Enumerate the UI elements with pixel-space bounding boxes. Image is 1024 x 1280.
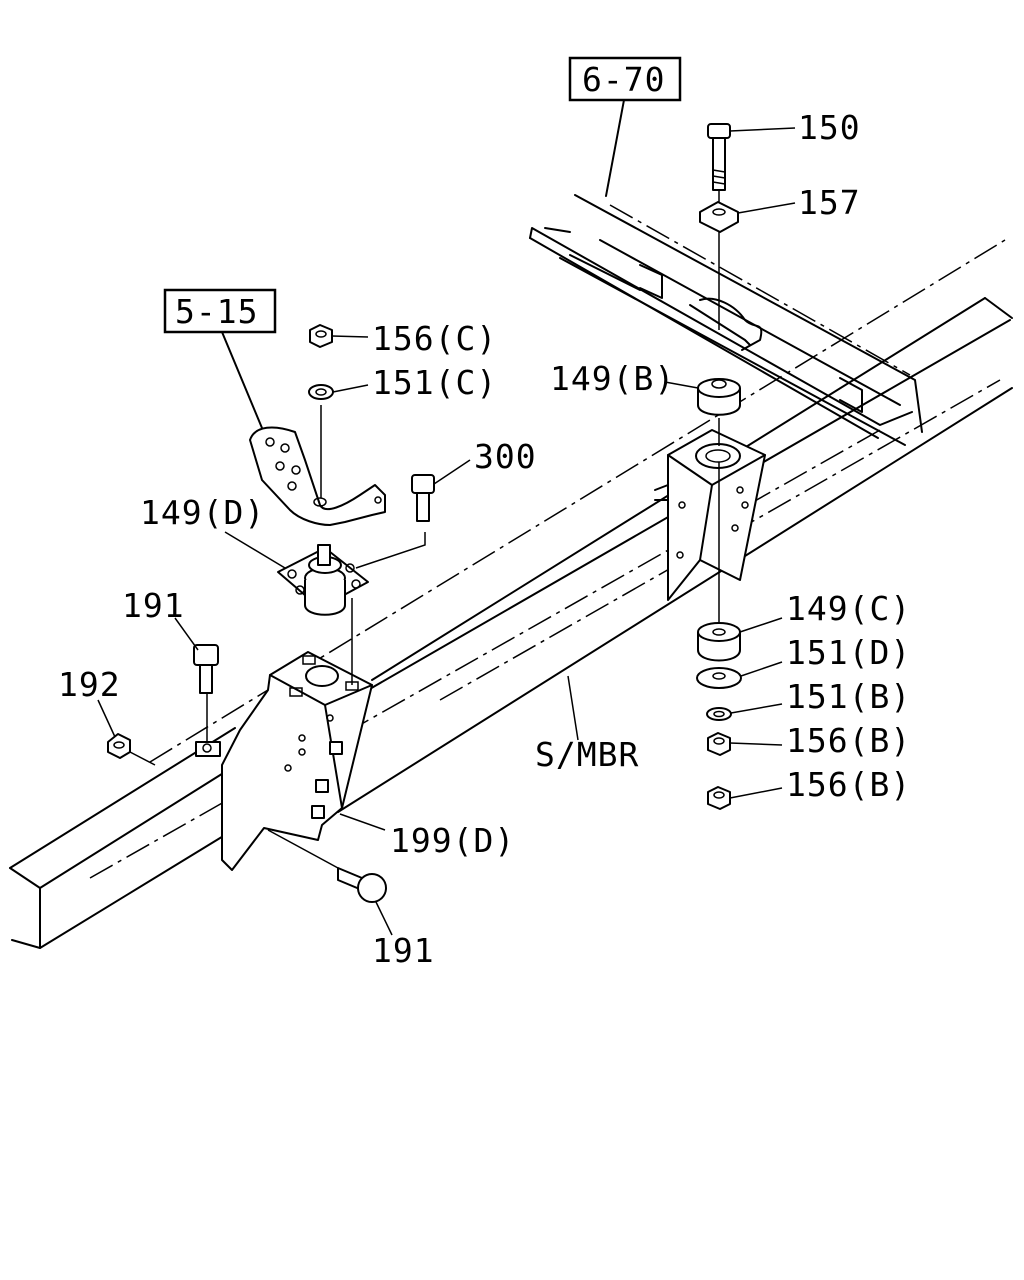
callout-s-mbr: S/MBR xyxy=(535,735,639,774)
callout-149b: 149(B) xyxy=(550,359,675,398)
nut-156b-upper xyxy=(707,732,731,756)
bolt-300 xyxy=(411,474,435,522)
callout-149d: 149(D) xyxy=(140,493,265,532)
square-nut-157 xyxy=(699,201,739,233)
callout-151b: 151(B) xyxy=(786,677,911,716)
callout-199d: 199(D) xyxy=(390,821,515,860)
bolt-191-lower xyxy=(337,867,387,903)
engine-mount-bracket xyxy=(249,426,386,526)
nut-156c xyxy=(309,324,333,348)
callout-192: 192 xyxy=(58,665,121,704)
reference-box-5-15: 5-15 xyxy=(163,288,277,429)
ref-5-15-label: 5-15 xyxy=(175,292,258,331)
bolt-191-upper xyxy=(193,644,219,694)
rubber-cushion-149c xyxy=(697,622,741,662)
callout-156c: 156(C) xyxy=(372,319,497,358)
callout-156b-upper: 156(B) xyxy=(786,721,911,760)
bolt-150 xyxy=(707,123,731,191)
rubber-cushion-149b xyxy=(697,378,741,416)
cross-member xyxy=(529,194,923,446)
callout-300: 300 xyxy=(474,437,537,476)
frame-bracket-199d xyxy=(195,651,373,871)
callout-151d: 151(D) xyxy=(786,633,911,672)
frame-bracket-right xyxy=(654,429,766,601)
washer-151b xyxy=(706,707,732,721)
callout-labels: 150 157 156(C) 151(C) 149(B) 300 149(D) … xyxy=(58,108,911,970)
callout-157: 157 xyxy=(798,183,861,222)
nut-156b-lower xyxy=(707,786,731,810)
callout-191-lower: 191 xyxy=(372,931,435,970)
reference-box-6-70: 6-70 xyxy=(568,56,682,197)
callout-156b-lower: 156(B) xyxy=(786,765,911,804)
assembly-lines xyxy=(129,190,720,869)
callout-151c: 151(C) xyxy=(372,363,497,402)
callout-150: 150 xyxy=(798,108,861,147)
ref-6-70-label: 6-70 xyxy=(582,60,665,99)
nut-192 xyxy=(107,733,131,759)
washer-151d xyxy=(696,667,742,689)
washer-151c xyxy=(308,384,334,400)
callout-191-upper: 191 xyxy=(122,586,185,625)
rubber-mount-149d xyxy=(277,544,369,616)
leader-lines xyxy=(97,127,796,936)
callout-149c: 149(C) xyxy=(786,589,911,628)
